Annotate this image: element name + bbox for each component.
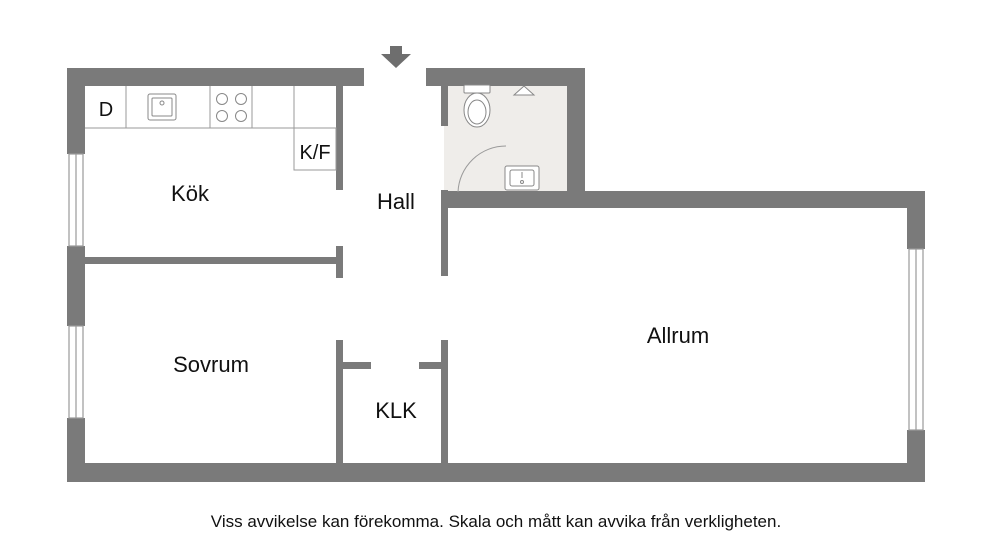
room-label-allrum: Allrum — [647, 323, 709, 348]
shower-icon — [512, 85, 536, 96]
entrance-arrow-icon — [381, 46, 411, 68]
disclaimer-text: Viss avvikelse kan förekomma. Skala och … — [210, 512, 782, 531]
stove-icon — [216, 93, 247, 122]
room-label-hall: Hall — [377, 189, 415, 214]
interior-walls — [85, 86, 448, 463]
fridge-freezer-label: K/F — [299, 142, 330, 164]
room-label-sovrum: Sovrum — [173, 352, 249, 377]
room-label-klk: KLK — [375, 398, 417, 423]
walls — [67, 68, 925, 482]
bathroom-sink-icon — [504, 165, 540, 191]
windows — [68, 153, 924, 431]
kitchen-counter — [85, 86, 337, 171]
dishwasher-label: D — [99, 99, 113, 121]
room-label-kok: Kök — [171, 181, 210, 206]
toilet-icon — [463, 84, 491, 128]
bathroom-curve — [457, 145, 507, 193]
sink-icon — [147, 93, 177, 121]
